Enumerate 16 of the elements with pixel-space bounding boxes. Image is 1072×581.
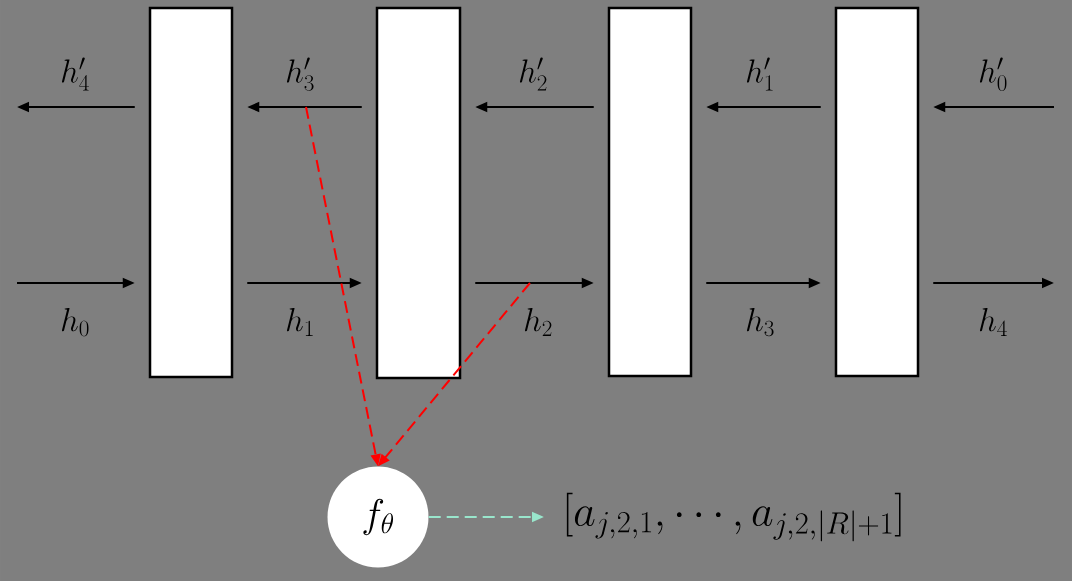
cell-box bbox=[375, 6, 462, 380]
cell-box bbox=[834, 6, 920, 378]
arrow-label: $h'_{3}$ bbox=[287, 57, 314, 91]
output-formula: $[a_{j,2,1},\cdots,a_{j,2,|R|+1}]$ bbox=[566, 492, 901, 542]
arrow-label: $h_{0}$ bbox=[62, 308, 89, 337]
cell-box bbox=[607, 6, 693, 378]
cell-box bbox=[148, 6, 234, 379]
arrow-label: $h_{1}$ bbox=[287, 308, 313, 336]
arrow-label: $h'_{1}$ bbox=[746, 57, 773, 91]
arrow-label: $h'_{0}$ bbox=[979, 57, 1007, 91]
arrow-label: $h'_{2}$ bbox=[520, 57, 547, 91]
arrow-label: $h_{3}$ bbox=[746, 308, 774, 337]
arrow-label: $h'_{4}$ bbox=[62, 57, 89, 91]
arrow-label: $h_{2}$ bbox=[525, 308, 552, 336]
arrow-label: $h_{4}$ bbox=[979, 308, 1007, 336]
circle-node: $f_{\theta}$ bbox=[327, 466, 429, 568]
